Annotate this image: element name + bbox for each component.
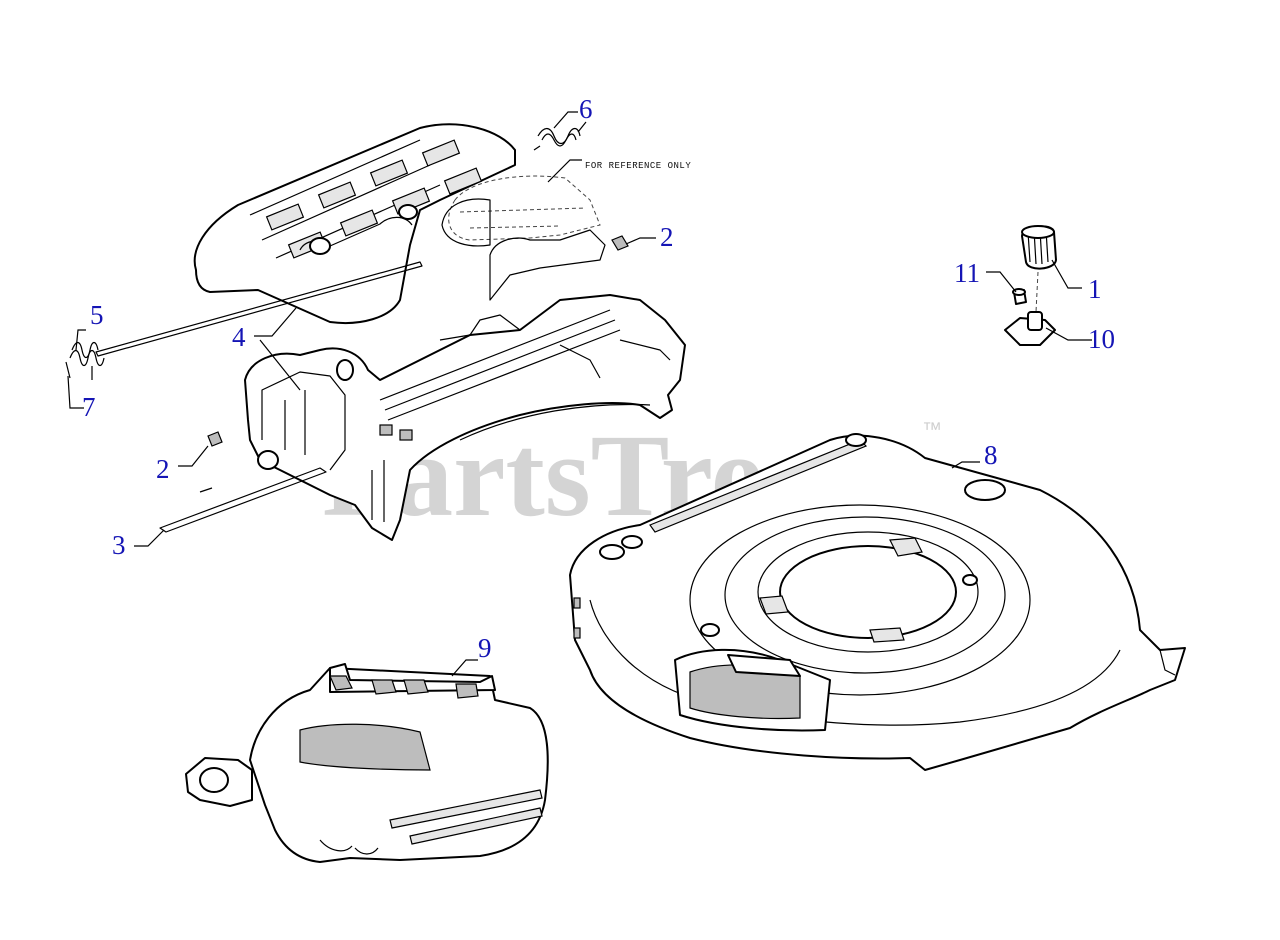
part-6-spring[interactable]	[533, 121, 587, 151]
callout-6[interactable]: 6	[579, 94, 593, 124]
callout-11[interactable]: 11	[954, 258, 980, 288]
part-8-deck[interactable]	[569, 433, 1186, 771]
callout-4[interactable]: 4	[232, 322, 246, 352]
part-5-rod-spring[interactable]	[65, 261, 423, 380]
callout-3[interactable]: 3	[112, 530, 126, 560]
part-upper-cover[interactable]	[193, 123, 516, 324]
part-10-adjuster[interactable]	[1004, 271, 1056, 346]
part-9-shroud[interactable]	[185, 663, 549, 863]
callout-2-lower[interactable]: 2	[156, 454, 170, 484]
part-2-clip-lower[interactable]	[207, 431, 223, 447]
leader-lines	[67, 111, 1092, 677]
trademark-symbol: ™	[922, 419, 942, 441]
part-1-knob[interactable]	[1021, 225, 1057, 270]
callout-5[interactable]: 5	[90, 300, 104, 330]
callout-10[interactable]: 10	[1088, 324, 1115, 354]
part-4-frame[interactable]	[244, 229, 686, 541]
callout-8[interactable]: 8	[984, 440, 998, 470]
callout-7[interactable]: 7	[82, 392, 96, 422]
part-2-clip-upper[interactable]	[611, 235, 629, 251]
part-11-screw[interactable]	[1012, 288, 1027, 305]
callout-1[interactable]: 1	[1088, 274, 1102, 304]
callout-2-upper[interactable]: 2	[660, 222, 674, 252]
callouts: 6 2 1 10 11 8 9 4 5 7 2 3	[82, 94, 1115, 663]
reference-only-cover: FOR REFERENCE ONLY	[441, 159, 691, 247]
reference-note: FOR REFERENCE ONLY	[585, 161, 691, 171]
callout-9[interactable]: 9	[478, 633, 492, 663]
